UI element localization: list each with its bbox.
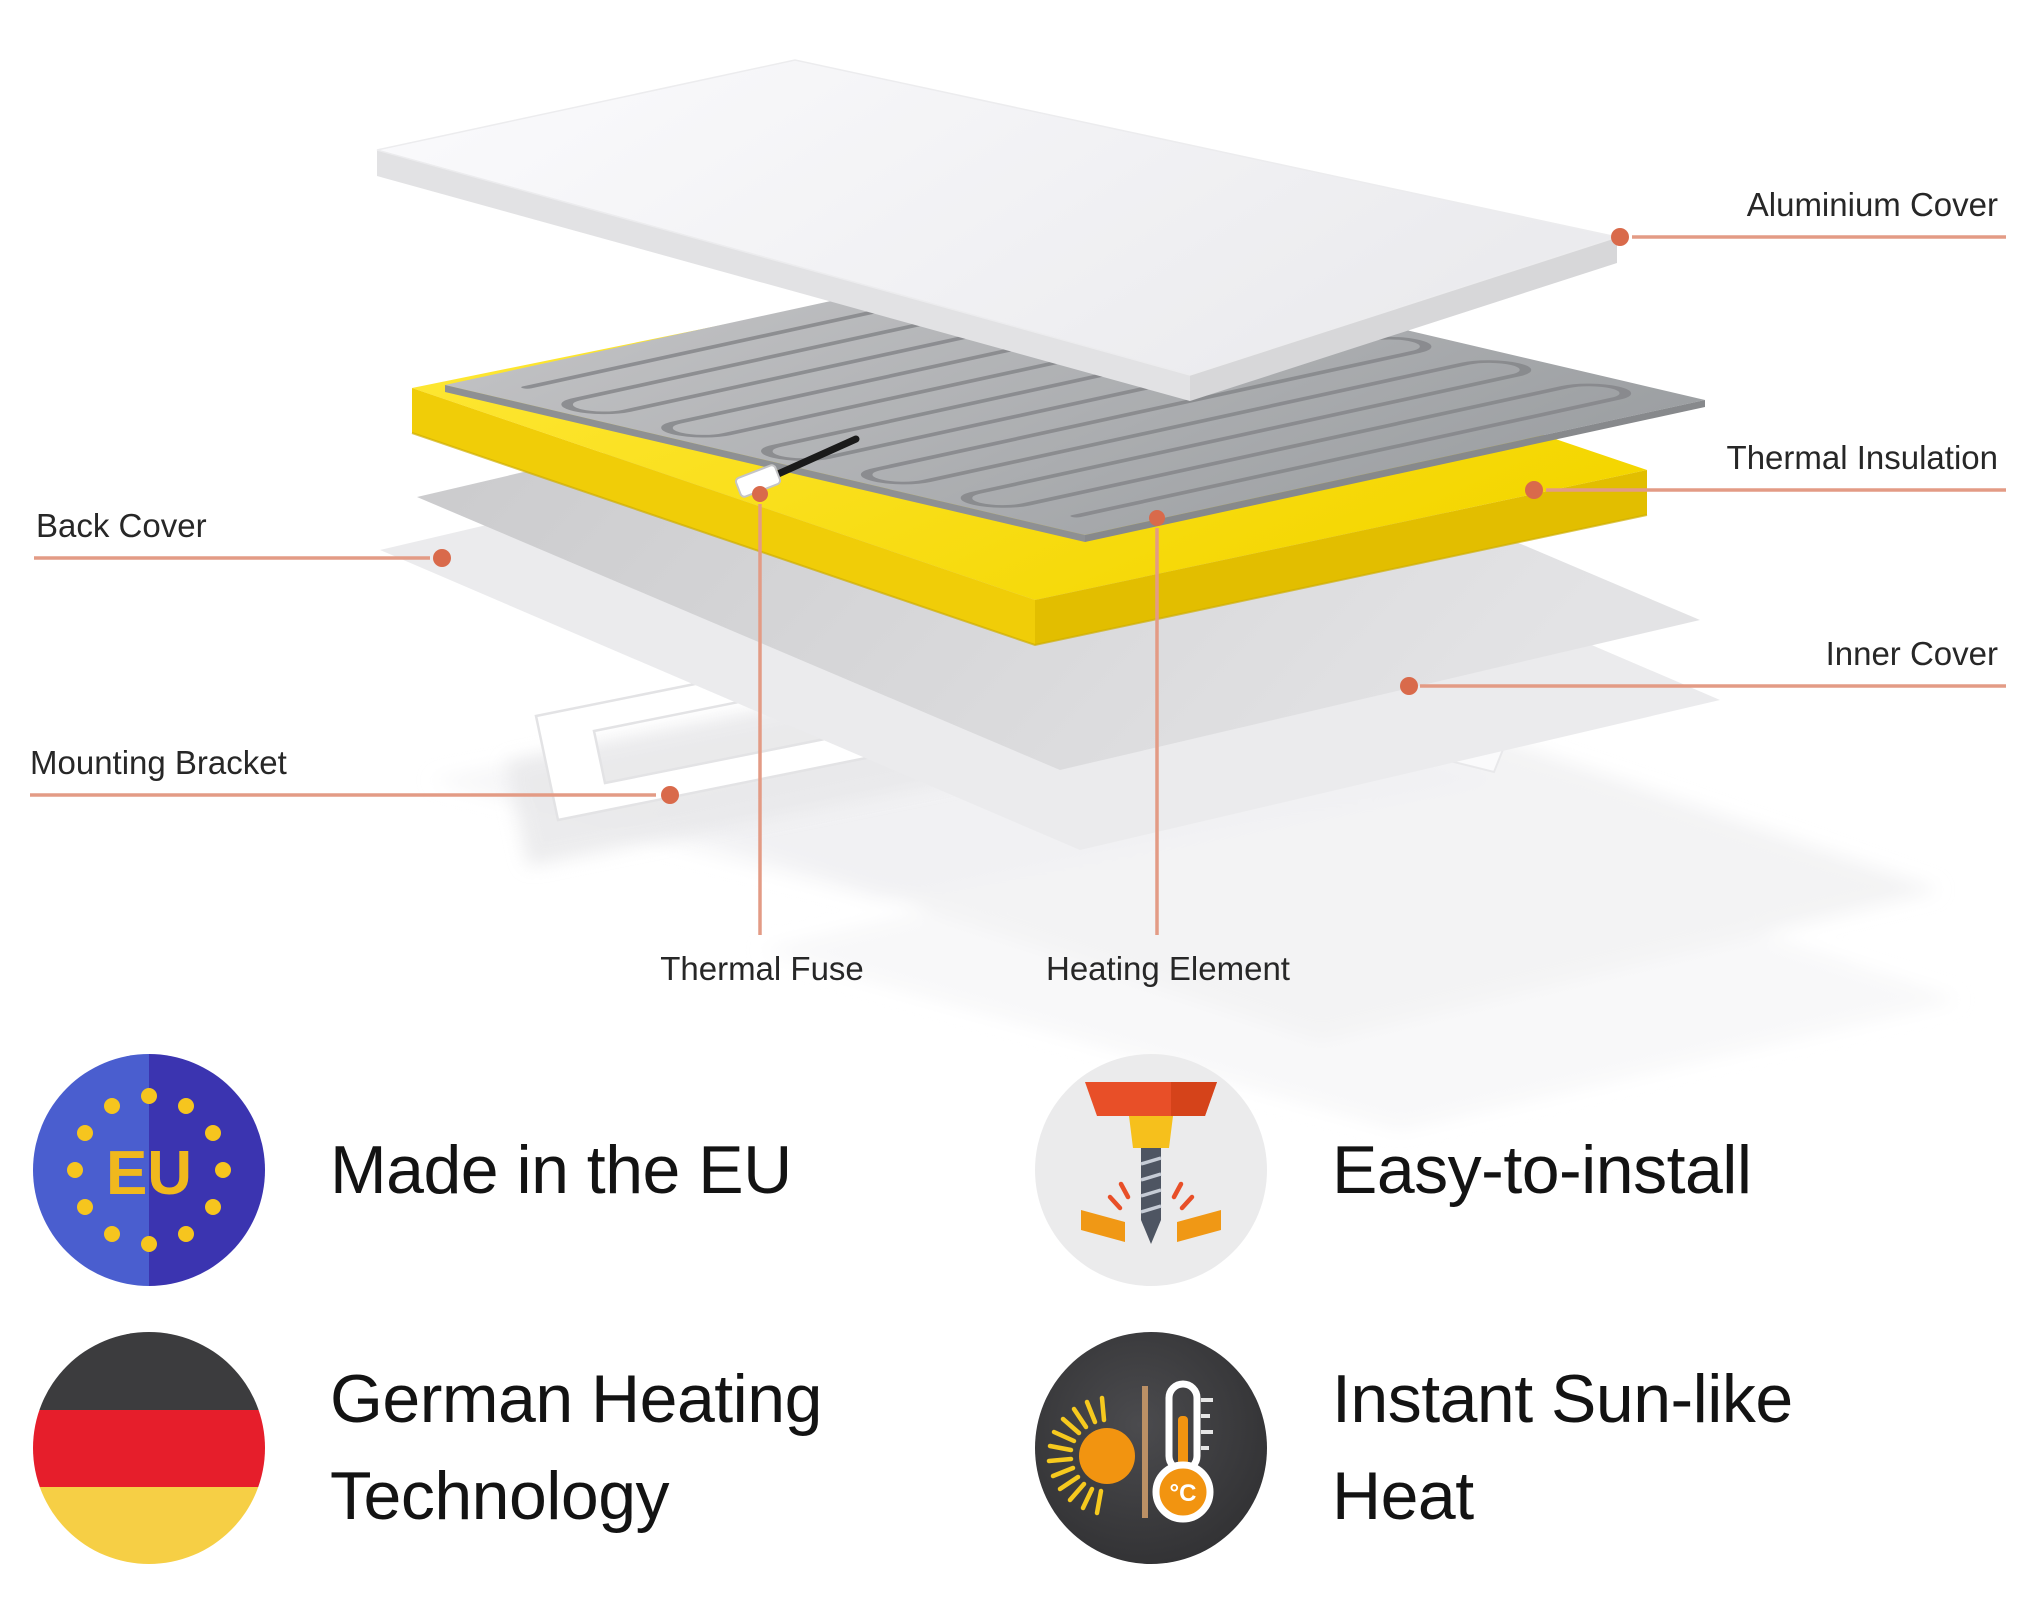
feature-line: Heat [1332, 1458, 1474, 1534]
feature-line: German Heating [330, 1361, 822, 1437]
callout-dots [433, 228, 1629, 804]
label-mounting-bracket: Mounting Bracket [30, 744, 287, 781]
feature-line: Easy-to-install [1332, 1132, 1752, 1208]
screw-install-icon [1035, 1054, 1267, 1286]
feature-german-heating: German Heating Technology [330, 1351, 822, 1545]
feature-easy-to-install: Easy-to-install [1332, 1122, 1752, 1219]
label-thermal-insulation: Thermal Insulation [1726, 439, 1998, 476]
feature-instant-heat: Instant Sun-like Heat [1332, 1351, 1793, 1545]
feature-line: Technology [330, 1458, 670, 1534]
label-back-cover: Back Cover [36, 507, 207, 544]
label-aluminium-cover: Aluminium Cover [1746, 186, 1998, 223]
eu-badge-text: EU [106, 1139, 192, 1208]
celsius-text: °C [1170, 1480, 1197, 1507]
label-heating-element: Heating Element [1046, 950, 1290, 987]
feature-line: Made in the EU [330, 1132, 792, 1208]
heating-element-layer [445, 250, 1705, 542]
feature-line: Instant Sun-like [1332, 1361, 1793, 1437]
label-thermal-fuse: Thermal Fuse [660, 950, 864, 987]
label-inner-cover: Inner Cover [1825, 635, 1998, 672]
eu-flag-icon: EU [33, 1054, 265, 1286]
german-flag-icon [33, 1332, 265, 1564]
feature-made-in-eu: Made in the EU [330, 1122, 792, 1219]
callout-lines [30, 235, 2006, 935]
sun-thermometer-icon: °C [1035, 1332, 1267, 1564]
